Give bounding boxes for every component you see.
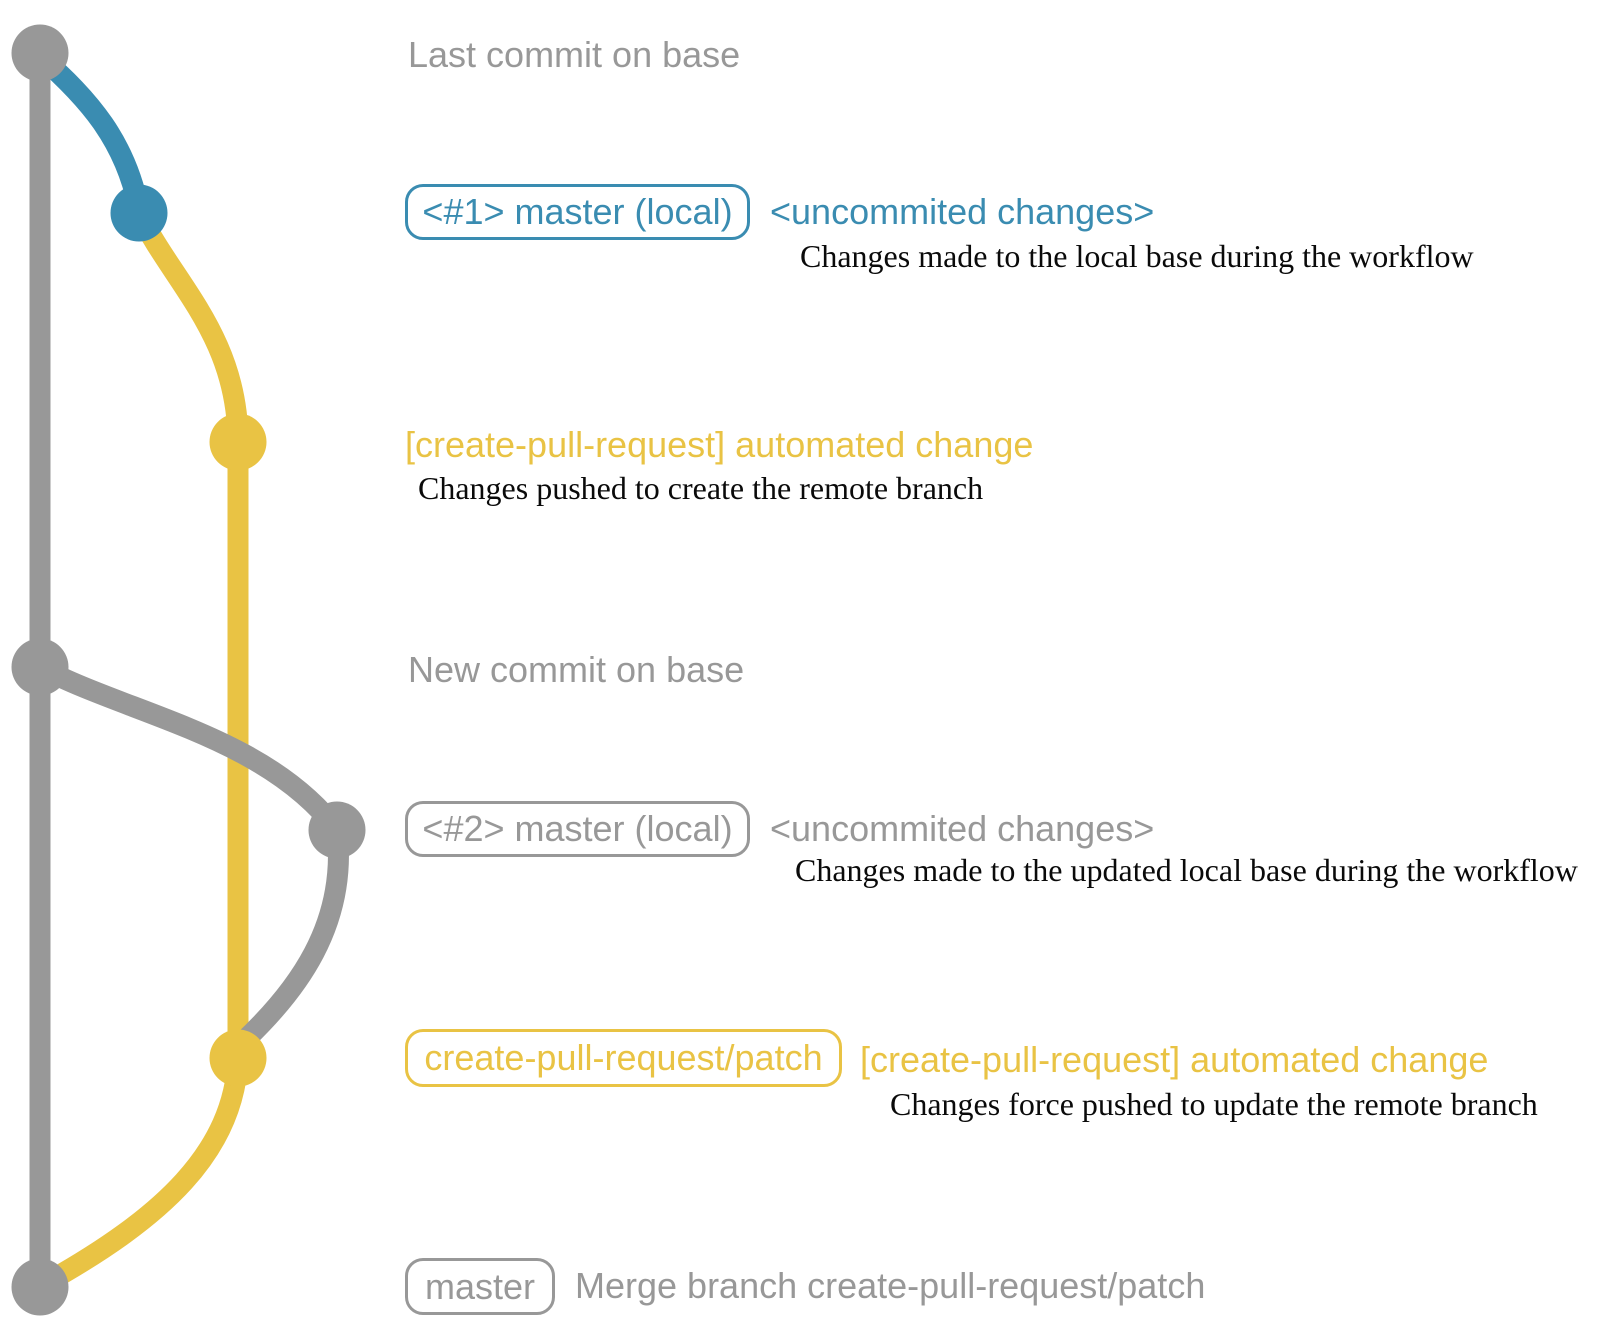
note-local-base-changes: Changes made to the local base during th… xyxy=(800,238,1474,274)
commit-node-patch-1 xyxy=(209,413,267,471)
commit-message-automated-change-1: [create-pull-request] automated change xyxy=(405,424,1034,465)
commit-node-local-2 xyxy=(308,801,366,859)
commit-node-patch-2 xyxy=(209,1029,267,1087)
branch-label-master: master xyxy=(405,1258,555,1315)
branch-label-master-local-2: <#2> master (local) xyxy=(405,801,750,857)
commit-title-last-commit-on-base: Last commit on base xyxy=(408,34,741,75)
commit-message-merge-branch: Merge branch create-pull-request/patch xyxy=(575,1265,1206,1306)
commit-message-automated-change-2: [create-pull-request] automated change xyxy=(860,1039,1489,1080)
branch-label-master-local-1-text: <#1> master (local) xyxy=(422,191,733,232)
note-force-pushed-update-remote-branch: Changes force pushed to update the remot… xyxy=(890,1086,1538,1122)
branch-label-master-local-2-text: <#2> master (local) xyxy=(422,808,733,849)
note-pushed-to-create-remote-branch: Changes pushed to create the remote bran… xyxy=(418,470,984,506)
patch-branch-out-curve xyxy=(128,202,249,453)
patch-branch-merge-curve xyxy=(35,1047,249,1294)
note-updated-local-base-changes: Changes made to the updated local base d… xyxy=(795,852,1578,888)
new-local-master-out-curve xyxy=(29,656,348,841)
commit-node-base-new xyxy=(11,638,69,696)
branch-label-master-text: master xyxy=(424,1265,536,1307)
commit-message-uncommited-changes-2: <uncommited changes> xyxy=(770,808,1155,849)
commit-node-local-1 xyxy=(110,184,168,242)
commit-node-merge xyxy=(11,1258,69,1316)
branch-label-create-pull-request-patch-text: create-pull-request/patch xyxy=(424,1037,823,1078)
commit-node-base-tip xyxy=(11,24,69,82)
commit-title-new-commit-on-base: New commit on base xyxy=(408,649,745,690)
local-master-branch-curve xyxy=(29,45,150,221)
branch-label-master-local-1: <#1> master (local) xyxy=(405,184,750,240)
branch-label-create-pull-request-patch: create-pull-request/patch xyxy=(405,1029,842,1087)
commit-message-uncommited-changes-1: <uncommited changes> xyxy=(770,191,1155,232)
new-local-master-in-curve xyxy=(232,819,349,1053)
